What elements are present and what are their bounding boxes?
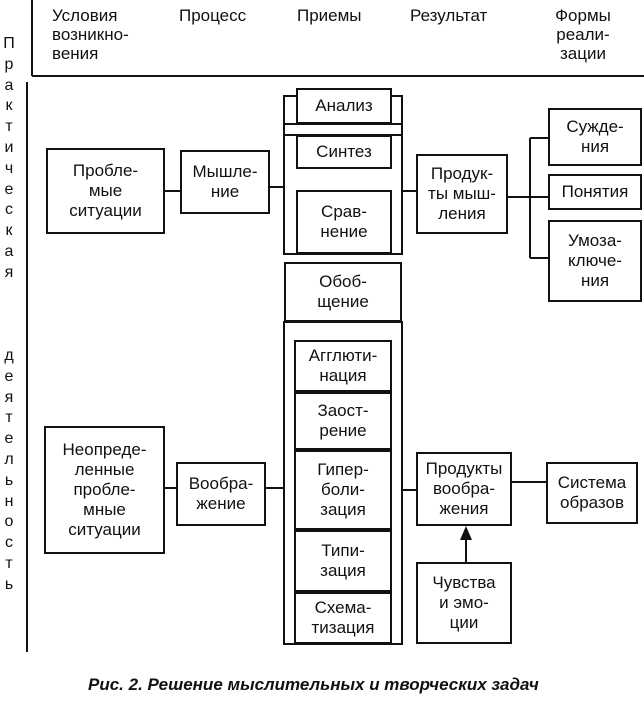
- image-system-box: Система образов: [546, 462, 638, 524]
- column-header-result: Результат: [410, 6, 488, 25]
- generalization-box: Обоб- щение: [284, 262, 402, 322]
- figure-caption: Рис. 2. Решение мыслительных и творчески…: [88, 675, 539, 694]
- schematization-box: Схема- тизация: [294, 592, 392, 644]
- agglutination-box: Агглюти- нация: [294, 340, 392, 392]
- concepts-box: Понятия: [548, 174, 642, 210]
- imagination-products-box: Продукты вообра- жения: [416, 452, 512, 526]
- analysis-box: Анализ: [296, 88, 392, 124]
- problem-situations-box: Пробле- мые ситуации: [46, 148, 165, 234]
- imagination-box: Вообра- жение: [176, 462, 266, 526]
- typification-box: Типи- зация: [294, 530, 392, 592]
- column-header-forms: Формы реали- зации: [555, 6, 611, 63]
- inferences-box: Умоза- ключе- ния: [548, 220, 642, 302]
- thinking-box: Мышле- ние: [180, 150, 270, 214]
- column-header-conditions: Условия возникно- вения: [52, 6, 129, 63]
- comparison-box: Срав- нение: [296, 190, 392, 254]
- feelings-emotions-box: Чувства и эмо- ции: [416, 562, 512, 644]
- synthesis-box: Синтез: [296, 135, 392, 169]
- thinking-products-box: Продук- ты мыш- ления: [416, 154, 508, 234]
- hyperbolization-box: Гипер- боли- зация: [294, 450, 392, 530]
- sharpening-box: Заост- рение: [294, 392, 392, 450]
- uncertain-problem-situations-box: Неопреде- ленные пробле- мные ситуации: [44, 426, 165, 554]
- column-header-process: Процесс: [179, 6, 247, 25]
- judgments-box: Сужде- ния: [548, 108, 642, 166]
- column-header-techniques: Приемы: [297, 6, 362, 25]
